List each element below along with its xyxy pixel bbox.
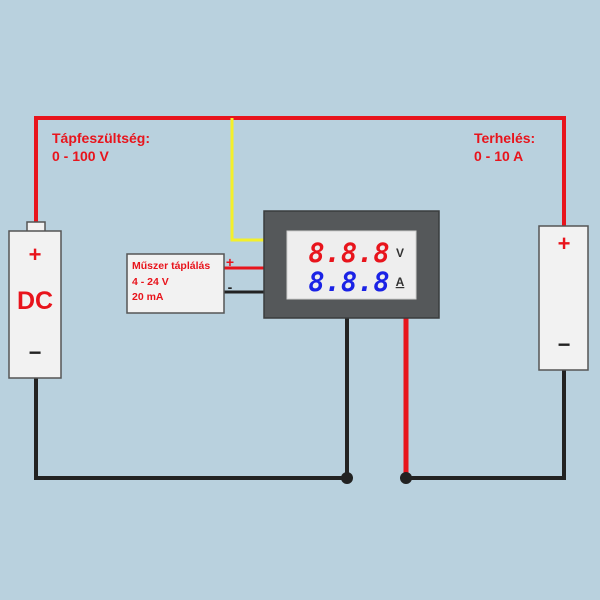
voltage-reading: 8.8.8 [308,238,389,269]
voltage-unit: V [396,246,404,260]
red-wire-top [34,116,566,226]
meter-display [286,230,417,300]
load-range: 0 - 10 A [474,148,523,164]
meter-power-minus: - [228,279,233,295]
panel-meter: 8.8.8 V 8.8.8 A [263,210,440,319]
supply-range: 0 - 100 V [52,148,109,164]
meter-power-line2: 4 - 24 V [132,276,169,288]
black-wire-load-return [406,370,566,480]
junction-black [341,472,353,484]
dc-battery: + DC − [8,221,62,379]
meter-power-line1: Műszer táplálás [132,260,210,272]
battery-dc-label: DC [17,287,53,315]
wires [34,116,566,484]
battery-plus-sign: + [29,242,42,267]
load-plus-sign: + [558,231,571,256]
current-unit: A [396,275,405,289]
junction-red [400,472,412,484]
current-reading: 8.8.8 [308,267,389,298]
load-minus-sign: − [558,332,571,357]
battery-minus-sign: − [29,340,42,365]
load-block: + − [538,225,589,371]
black-wire-bottom [34,376,347,480]
supply-title: Tápfeszültség: [52,130,150,146]
yellow-wire [230,118,264,242]
meter-power-body [126,253,225,314]
meter-power-line3: 20 mA [132,291,164,303]
meter-power-box: Műszer táplálás 4 - 24 V 20 mA + - [126,253,234,314]
load-title: Terhelés: [474,130,535,146]
meter-power-plus: + [226,254,234,270]
battery-body [8,230,62,379]
load-body [538,225,589,371]
